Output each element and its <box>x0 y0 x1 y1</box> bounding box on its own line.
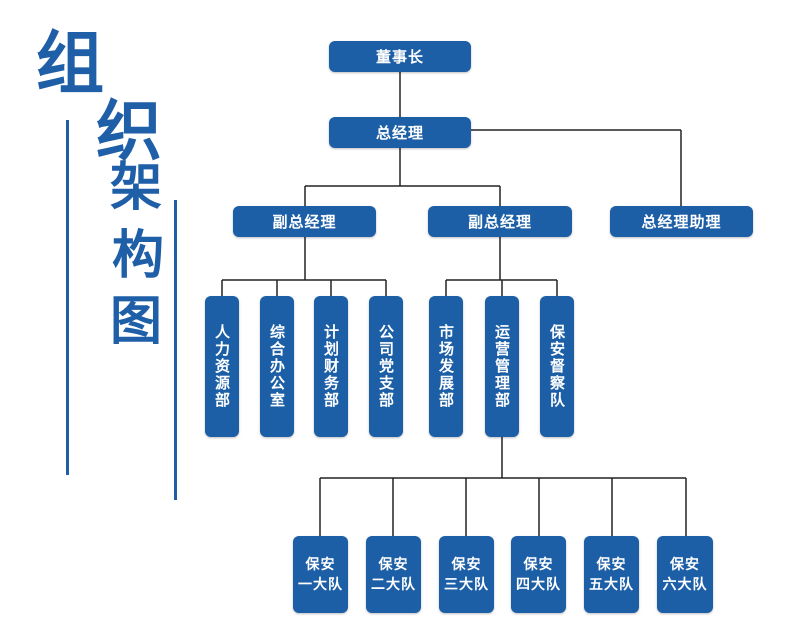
node-team-3[interactable]: 保安 三大队 <box>439 536 494 613</box>
team-label-line2: 三大队 <box>444 576 489 593</box>
team-label-line2: 六大队 <box>662 576 708 593</box>
team-label-line2: 五大队 <box>589 576 634 593</box>
node-dept-hr[interactable]: 人力资源部 <box>205 296 239 437</box>
team-label-line1: 保安 <box>523 556 554 573</box>
node-team-4[interactable]: 保安 四大队 <box>511 536 566 613</box>
node-dept-finance[interactable]: 计划财务部 <box>314 296 348 437</box>
title-char-5: 图 <box>110 291 163 352</box>
node-team-2[interactable]: 保安 二大队 <box>366 536 421 613</box>
decor-bar-right <box>174 200 177 500</box>
node-vice-gm-1[interactable]: 副总经理 <box>233 206 376 237</box>
node-dept-operations[interactable]: 运营管理部 <box>485 296 519 437</box>
node-team-6[interactable]: 保安 六大队 <box>657 536 713 613</box>
team-label-line2: 四大队 <box>516 576 561 593</box>
node-dept-general-office[interactable]: 综合办公室 <box>260 296 294 437</box>
node-general-manager[interactable]: 总经理 <box>329 117 471 148</box>
title-char-1: 组 <box>36 24 105 104</box>
node-team-1[interactable]: 保安 一大队 <box>293 536 348 613</box>
team-label-line1: 保安 <box>596 556 627 573</box>
node-vice-gm-2[interactable]: 副总经理 <box>428 206 572 237</box>
team-label-line2: 一大队 <box>298 576 343 593</box>
node-gm-assistant[interactable]: 总经理助理 <box>610 206 753 237</box>
team-label-line1: 保安 <box>378 556 409 573</box>
decor-bar-left <box>66 120 69 475</box>
team-label-line2: 二大队 <box>371 576 416 593</box>
node-team-5[interactable]: 保安 五大队 <box>584 536 639 613</box>
node-dept-security-inspection[interactable]: 保安督察队 <box>540 296 574 437</box>
title-char-2: 织 <box>96 92 162 170</box>
title-char-3: 架 <box>110 157 163 218</box>
node-dept-party-branch[interactable]: 公司党支部 <box>369 296 403 437</box>
team-label-line1: 保安 <box>305 556 336 573</box>
node-dept-market[interactable]: 市场发展部 <box>429 296 463 437</box>
team-label-line1: 保安 <box>451 556 482 573</box>
title-char-4: 构 <box>112 225 165 286</box>
node-chairman[interactable]: 董事长 <box>329 41 471 72</box>
team-label-line1: 保安 <box>670 556 700 573</box>
